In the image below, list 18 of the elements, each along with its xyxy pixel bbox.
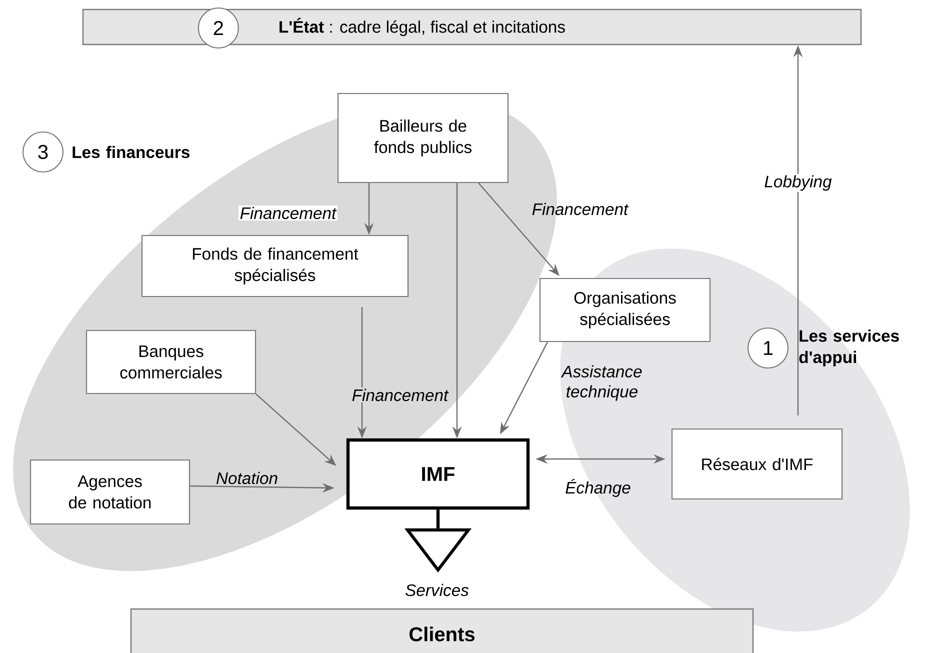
text-box: Organisations spécialisées bbox=[539, 278, 711, 342]
edge-label: Assistance technique bbox=[560, 365, 642, 401]
edge-label: Échange bbox=[566, 479, 630, 497]
text-box: Réseaux d'IMF bbox=[671, 428, 843, 500]
node-label: Les financeurs bbox=[72, 146, 190, 158]
text-box: Bailleurs de fonds publics bbox=[337, 92, 509, 184]
node-label: Les services d'appui bbox=[799, 330, 899, 366]
banner-box: Clients bbox=[130, 608, 754, 653]
edge-label: Financement bbox=[238, 206, 338, 220]
node-label: Services bbox=[406, 584, 469, 596]
main-box: IMF bbox=[346, 438, 530, 510]
text-box: Fonds de financement spécialisés bbox=[141, 234, 409, 298]
edge-label: Lobbying bbox=[762, 174, 834, 192]
edge-label: Financement bbox=[532, 202, 629, 216]
text-box: Banques commerciales bbox=[86, 330, 256, 394]
text-box: Agences de notation bbox=[30, 459, 190, 525]
edge-label: Financement bbox=[350, 388, 450, 402]
edge-label: Notation bbox=[216, 472, 278, 484]
